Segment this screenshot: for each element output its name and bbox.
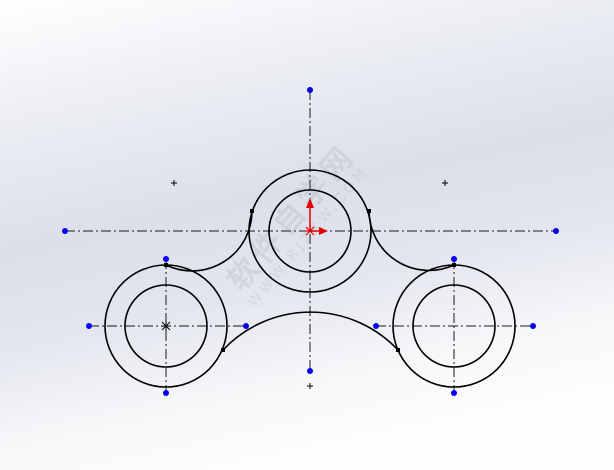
centerline-endpoints[interactable] bbox=[62, 87, 559, 396]
tangent-point bbox=[367, 209, 371, 213]
endpoint[interactable] bbox=[451, 256, 457, 262]
tangent-point bbox=[164, 263, 168, 267]
tangent-point bbox=[452, 263, 456, 267]
circle-left-inner[interactable] bbox=[124, 284, 208, 368]
endpoint[interactable] bbox=[530, 323, 536, 329]
endpoint[interactable] bbox=[553, 228, 559, 234]
upper-left-fillet-arc bbox=[165, 210, 253, 272]
plus-marker-icon bbox=[171, 180, 177, 186]
circle-right-inner[interactable] bbox=[412, 284, 496, 368]
left-center-point[interactable] bbox=[161, 321, 171, 331]
endpoint[interactable] bbox=[307, 87, 313, 93]
endpoint[interactable] bbox=[307, 368, 313, 374]
fillet-arcs[interactable] bbox=[165, 210, 455, 351]
plus-markers bbox=[171, 180, 448, 389]
circle-top-inner[interactable] bbox=[268, 189, 352, 273]
endpoint[interactable] bbox=[243, 323, 249, 329]
endpoint[interactable] bbox=[163, 390, 169, 396]
endpoint[interactable] bbox=[163, 256, 169, 262]
tangent-point bbox=[396, 348, 400, 352]
plus-marker-icon bbox=[307, 383, 313, 389]
upper-right-fillet-arc bbox=[368, 210, 455, 272]
endpoint[interactable] bbox=[62, 228, 68, 234]
tangent-point bbox=[250, 209, 254, 213]
tangent-point bbox=[221, 348, 225, 352]
endpoint[interactable] bbox=[451, 390, 457, 396]
endpoint[interactable] bbox=[86, 323, 92, 329]
tangent-points bbox=[164, 209, 456, 352]
endpoint[interactable] bbox=[373, 323, 379, 329]
plus-marker-icon bbox=[442, 180, 448, 186]
origin-icon[interactable] bbox=[305, 198, 328, 236]
centerlines bbox=[65, 90, 556, 393]
lower-center-arc bbox=[222, 311, 399, 351]
